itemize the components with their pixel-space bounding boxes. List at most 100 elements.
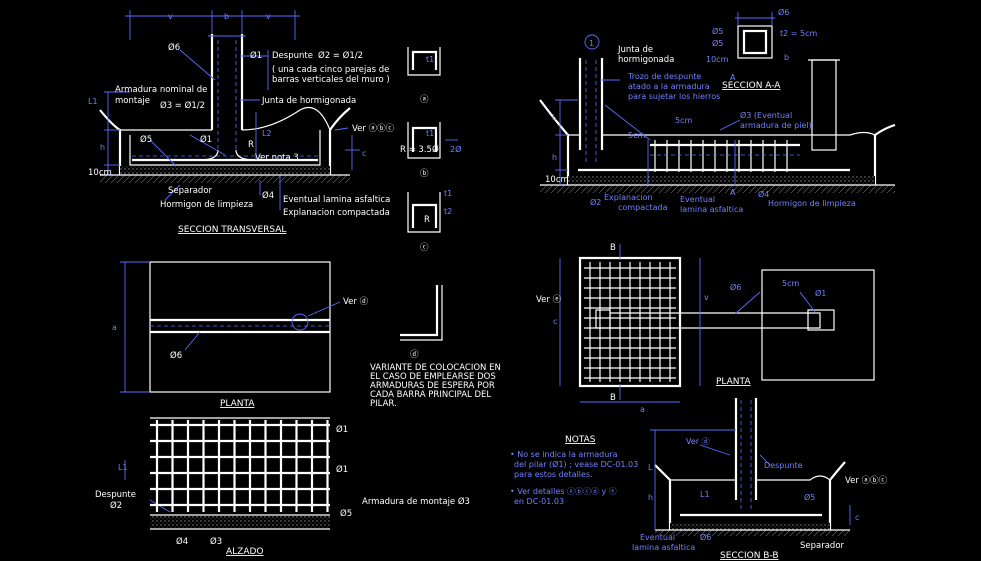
variante-5: PILAR. (370, 399, 397, 409)
title-planta-left: PLANTA (220, 399, 255, 409)
alzado-montaje: Armadura de montaje Ø3 (362, 496, 470, 507)
planta-B2: B (610, 393, 616, 403)
right-A2: A (730, 188, 736, 197)
bb-phi6: Ø6 (700, 532, 711, 542)
alzado-despunte: Despunte (95, 490, 136, 500)
lamina-2: lamina asfaltica (680, 205, 743, 214)
label-R: R (248, 140, 254, 150)
five-cm: 5cm (675, 116, 692, 125)
planta-ver-d: Ver ⓓ (343, 297, 369, 307)
notes: NOTAS • No se indica la armadura del pil… (510, 435, 638, 506)
trozo-1: Trozo de despunte (627, 72, 701, 81)
detail-b: t1 R = 3.5Ø 2Ø ⓑ (400, 122, 461, 179)
title-seccion-transversal: SECCION TRANSVERSAL (178, 225, 286, 235)
title-seccion-aa: SECCION A-A (722, 81, 781, 91)
alzado-phi1-b: Ø1 (336, 464, 348, 475)
variante-3: ARMADURAS DE ESPERA POR (370, 381, 495, 391)
nota2-1: • Ver detalles ⓐⓑⓒⓓ y ⓔ (510, 487, 617, 496)
label-phi5: Ø5 (140, 134, 152, 145)
svg-text:t2: t2 (444, 207, 452, 216)
bb-lamina-2: lamina asfaltica (632, 543, 695, 552)
label-ver-abc: Ver ⓐⓑⓒ (352, 124, 395, 134)
right-junta-2: hormigonada (618, 55, 674, 65)
svg-text:t1: t1 (426, 129, 434, 138)
label-separador: Separador (168, 186, 213, 196)
section-aa-detail: Ø6 Ø5 Ø5 t2 = 5cm 10cm b SECCION A-A (706, 7, 818, 91)
nota1-3: para estos detalles. (514, 470, 593, 479)
svg-text:t2 = 5cm: t2 = 5cm (780, 29, 818, 38)
svg-text:b: b (784, 53, 789, 62)
detail-c: t1 t2 R ⓒ (407, 189, 452, 253)
planta-right-phi1: Ø1 (815, 288, 826, 298)
section-bb: Ver ⓓ Despunte Ver ⓐⓑⓒ Separador Eventua… (632, 398, 888, 561)
svg-text:10cm: 10cm (706, 55, 729, 64)
svg-text:1: 1 (589, 39, 594, 48)
label-armadura-formula: Ø3 = Ø1/2 (160, 100, 205, 111)
svg-text:Ø5: Ø5 (712, 26, 723, 36)
label-phi1-b: Ø1 (200, 134, 212, 145)
planta-right-c: c (553, 317, 557, 326)
label-armadura-1: Armadura nominal de (115, 85, 207, 95)
bb-L1: L1 (700, 490, 710, 499)
label-L1: L1 (88, 97, 98, 106)
variante-4: CADA BARRA PRINCIPAL DEL (370, 390, 491, 400)
bb-despunte: Despunte (764, 461, 803, 470)
variante-2: EL CASO DE EMPLEARSE DOS (370, 372, 496, 382)
alzado-phi1-a: Ø1 (336, 424, 348, 435)
alzado: Ø1 Ø1 L1 Despunte Ø2 Armadura de montaje… (95, 417, 470, 557)
planta-right: B B Ø6 Ø1 5cm c a v Ver ⓔ PLANTA (536, 243, 875, 414)
label-hormigon-limpieza: Hormigon de limpieza (160, 200, 253, 210)
explanacion-1: Explanacion (604, 193, 653, 202)
alzado-phi4: Ø4 (176, 536, 188, 547)
hormigon-right: Hormigon de limpieza (768, 199, 856, 208)
detail-a-label: ⓐ (420, 95, 429, 105)
label-c: c (362, 149, 366, 158)
dim-b: b (224, 12, 229, 21)
label-despunte: Despunte (272, 51, 313, 61)
detail-b-label: ⓑ (420, 169, 429, 179)
detail-c-label: ⓒ (420, 243, 429, 253)
right-10cm: 10cm (545, 175, 569, 185)
bb-h: h (648, 493, 653, 502)
variante-1: VARIANTE DE COLOCACION EN (370, 363, 501, 373)
label-phi1: Ø1 (250, 50, 262, 61)
lamina-1: Eventual (680, 195, 715, 204)
svg-text:t1: t1 (426, 55, 434, 64)
planta-right-phi6: Ø6 (730, 282, 741, 292)
right-h: h (552, 153, 557, 162)
label-h: h (100, 143, 105, 152)
right-A1: A (730, 73, 736, 82)
planta-right-v: v (704, 293, 709, 302)
label-lamina: Eventual lamina asfaltica (283, 195, 390, 205)
right-phi2: Ø2 (590, 197, 601, 207)
planta-right-ver-e: Ver ⓔ (536, 295, 562, 305)
bb-phi5: Ø5 (804, 492, 815, 502)
label-explanacion: Explanacion compactada (283, 208, 390, 218)
notas-title: NOTAS (565, 435, 596, 445)
svg-text:Ø6: Ø6 (778, 7, 789, 17)
svg-text:t1: t1 (444, 189, 452, 198)
trozo-2: atado a la armadura (628, 82, 710, 91)
section-transversal: v b v (88, 10, 395, 235)
right-phi4: Ø4 (758, 189, 769, 199)
svg-text:Ø5: Ø5 (712, 38, 723, 48)
alzado-phi5: Ø5 (340, 508, 352, 519)
planta-phi6: Ø6 (170, 350, 182, 361)
planta-left: Ver ⓓ a Ø6 PLANTA (112, 261, 369, 409)
planta-a: a (112, 323, 117, 332)
planta-B1: B (610, 243, 616, 253)
dim-v2: v (266, 12, 271, 21)
right-junta-1: Junta de (617, 45, 653, 55)
alzado-phi2: Ø2 (110, 500, 122, 511)
explanacion-2: compactada (618, 203, 668, 212)
label-L2: L2 (262, 129, 272, 138)
label-junta: Junta de hormigonada (261, 96, 356, 106)
label-phi6: Ø6 (168, 42, 180, 53)
nota1-2: del pilar (Ø1) ; vease DC-01.03 (514, 459, 638, 469)
planta-right-5cm: 5cm (782, 279, 799, 288)
bb-ver-d: Ver ⓓ (686, 437, 710, 446)
right-L: L (552, 113, 557, 122)
label-ver-nota3: Ver nota 3 (255, 153, 299, 163)
bb-ver-abc: Ver ⓐⓑⓒ (845, 476, 888, 486)
elevation-right: 1 Junta de hormigonada Trozo de despunte… (539, 34, 896, 214)
